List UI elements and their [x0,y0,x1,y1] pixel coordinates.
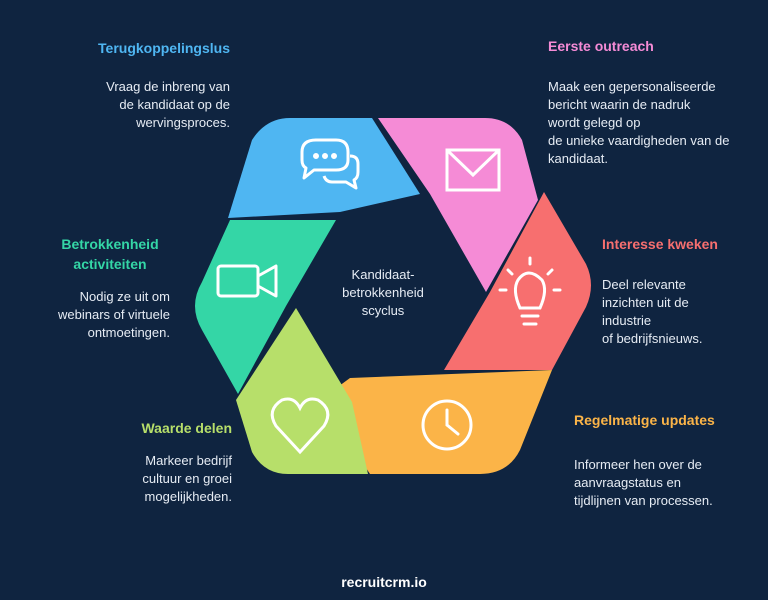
segment-eerste-outreach [378,118,538,292]
step-title-betrokkenheid-activiteiten: Betrokkenheid activiteiten [61,236,159,272]
step-title-eerste-outreach: Eerste outreach [548,38,654,54]
segment-interesse-kweken [444,192,591,370]
step-desc-betrokkenheid-activiteiten: Nodig ze uit om webinars of virtuele ont… [58,289,170,340]
chat-bubbles-icon [300,138,360,190]
step-desc-eerste-outreach: Maak een gepersonaliseerde bericht waari… [548,79,730,166]
segment-waarde-delen [236,308,368,474]
envelope-icon [445,148,501,192]
step-desc-regelmatige-updates: Informeer hen over de aanvraagstatus en … [574,457,713,508]
step-desc-terugkoppelingslus: Vraag de inbreng van de kandidaat op de … [106,79,230,130]
segment-betrokkenheid-activiteiten [195,220,336,394]
step-title-interesse-kweken: Interesse kweken [602,236,718,252]
step-title-waarde-delen: Waarde delen [141,420,232,436]
step-desc-waarde-delen: Markeer bedrijf cultuur en groei mogelij… [142,453,232,504]
step-title-terugkoppelingslus: Terugkoppelingslus [98,40,230,56]
lightbulb-icon [498,256,562,326]
heart-icon [270,397,330,455]
step-desc-interesse-kweken: Deel relevante inzichten uit de industri… [602,277,703,346]
step-title-regelmatige-updates: Regelmatige updates [574,412,715,428]
segment-terugkoppelingslus [228,118,420,218]
video-camera-icon [216,264,278,298]
brand-logo-text: recruitcrm.io [341,574,427,590]
cycle-center-label: Kandidaat- betrokkenheid scyclus [342,267,424,318]
clock-icon [421,399,473,451]
segment-regelmatige-updates [320,370,552,474]
